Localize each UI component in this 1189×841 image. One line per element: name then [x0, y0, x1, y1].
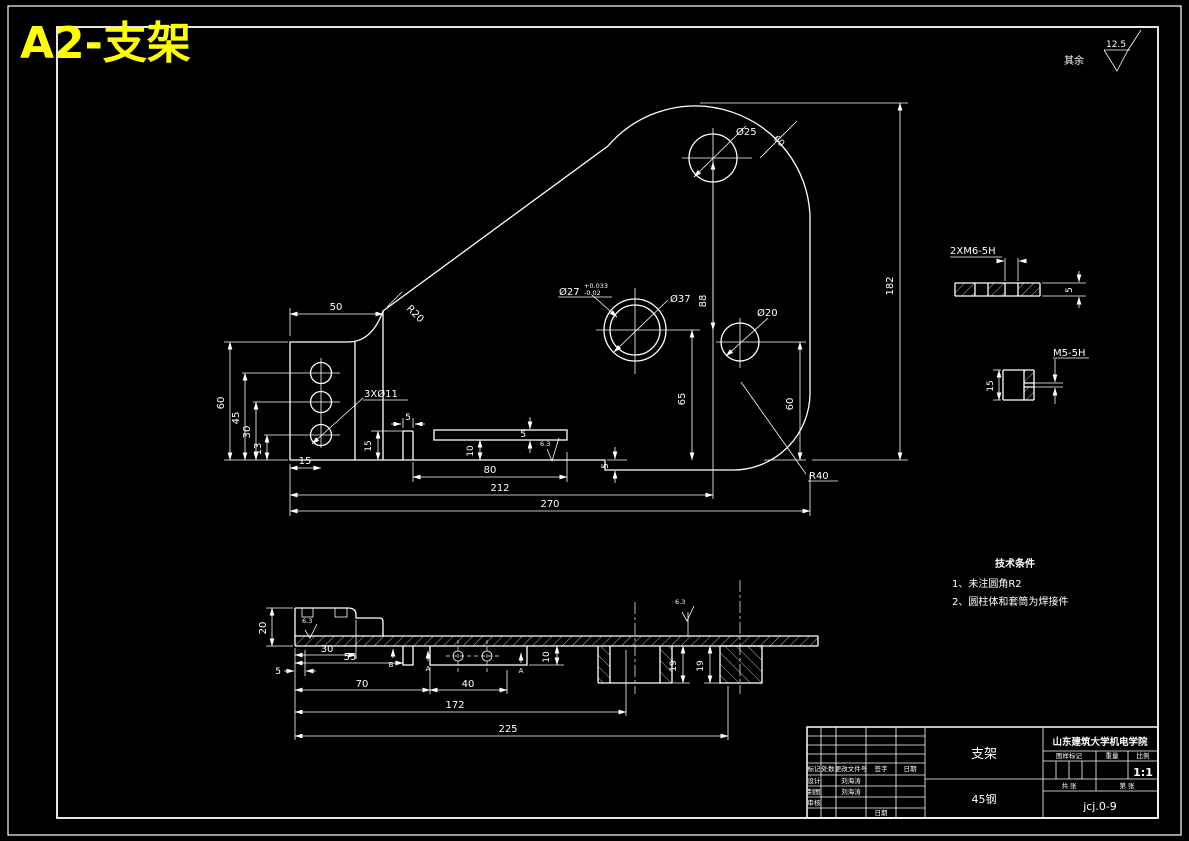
dim-19a: 19	[669, 660, 679, 672]
dim-30: 30	[242, 426, 253, 439]
tech-notes-heading: 技术条件	[995, 557, 1035, 570]
section-view: 6.3 6.3	[258, 580, 819, 740]
dim-m6-5: 5	[1065, 287, 1075, 293]
tech-notes: 技术条件 1、未注圆角R2 2、圆柱体和套筒为焊接件	[952, 557, 1068, 608]
datum-a2: A	[519, 667, 524, 675]
dim-r40: R40	[809, 471, 829, 482]
tb-mark: 标记	[808, 764, 822, 773]
dim-60-left: 60	[216, 397, 227, 410]
dim-d20: Ø20	[757, 307, 778, 319]
tb-sheet-no: 第 张	[1119, 781, 1135, 790]
dim-d27-tol-dn: -0.02	[584, 289, 601, 297]
tb-h-weight: 重量	[1106, 752, 1120, 760]
title-block: 标记 处数 更改文件号 签字 日期 设计 刘海涛 制图 刘海涛 审核 日期 支架…	[806, 726, 1159, 819]
dim-270: 270	[540, 499, 559, 510]
roughness-icon	[1103, 29, 1142, 72]
thread-label-m6: 2XM6-5H	[950, 246, 996, 257]
roughness-value: 6.3	[675, 598, 685, 606]
tb-sheets: 共 张	[1061, 781, 1077, 790]
dim-13: 13	[253, 443, 264, 456]
roughness-icon	[546, 437, 560, 463]
surface-note-prefix: 其余	[1064, 54, 1084, 67]
part-name: 支架	[971, 747, 997, 762]
tb-design-name: 刘海涛	[841, 776, 861, 785]
dim-15: 15	[299, 456, 312, 467]
dim-172: 172	[445, 700, 464, 711]
dim-88: 88	[698, 295, 709, 308]
tb-date2: 日期	[875, 809, 889, 817]
dim-50: 50	[330, 302, 343, 313]
tb-h-scale: 比例	[1137, 751, 1150, 760]
roughness-icon	[681, 605, 695, 622]
tech-notes-item2: 2、圆柱体和套筒为焊接件	[952, 595, 1068, 608]
dim-70: 70	[356, 679, 369, 690]
dim-45: 45	[231, 412, 242, 425]
thread-label-m5: M5-5H	[1053, 348, 1085, 359]
dim-5: 5	[275, 667, 281, 677]
tb-sign: 签字	[875, 764, 889, 773]
scale-value: 1:1	[1133, 766, 1153, 779]
detail-m6: 2XM6-5H 5	[950, 246, 1086, 308]
drawing-frame	[7, 5, 1182, 836]
dim-holes: 3XØ11	[364, 388, 398, 400]
dim-5b: 5	[520, 430, 526, 440]
dim-212: 212	[490, 483, 509, 494]
dim-m5-15: 15	[986, 380, 996, 391]
dim-d37: Ø37	[670, 293, 691, 305]
dim-65: 65	[677, 393, 688, 406]
dim-10: 10	[542, 651, 552, 663]
detail-m5: M5-5H 15	[986, 348, 1089, 404]
tb-date: 日期	[904, 765, 918, 773]
dim-30: 30	[321, 644, 334, 655]
tb-check: 审核	[808, 798, 822, 807]
dim-182: 182	[885, 276, 896, 295]
tb-design: 设计	[808, 776, 822, 785]
dim-d27-tol-up: +0.033	[584, 282, 608, 290]
drawing-number: jcj.0-9	[1082, 800, 1117, 813]
dim-19b: 19	[696, 660, 706, 672]
roughness-icon	[304, 623, 318, 639]
dim-225: 225	[498, 724, 517, 735]
company: 山东建筑大学机电学院	[1052, 736, 1148, 748]
roughness-value: 6.3	[540, 440, 550, 448]
dim-15b: 15	[364, 440, 374, 451]
datum-a1: A	[426, 665, 431, 673]
dim-20: 20	[258, 622, 269, 635]
tb-draft: 制图	[808, 787, 821, 796]
dim-r20: R20	[404, 303, 426, 325]
dim-d25: Ø25	[736, 126, 757, 138]
dim-5a: 5	[405, 413, 411, 423]
dim-d27: Ø27	[559, 286, 580, 298]
datum-b: B	[389, 661, 394, 669]
dim-5c: 5	[601, 463, 611, 469]
dim-40: 40	[462, 679, 475, 690]
tb-file: 更改文件号	[835, 764, 868, 773]
dim-55: 55	[344, 652, 357, 663]
dim-60-right: 60	[785, 398, 796, 411]
dim-10: 10	[466, 445, 476, 457]
main-view: 6.3 Ø25 60 Ø37 Ø27 +0.033 -0.02 Ø20 R40 …	[216, 102, 908, 516]
sheet-title: A2-支架	[20, 18, 191, 69]
tech-notes-item1: 1、未注圆角R2	[952, 577, 1022, 590]
dim-80: 80	[484, 465, 497, 476]
tb-draft-name: 刘海涛	[841, 787, 861, 796]
tb-h-mark: 图样标记	[1056, 751, 1083, 760]
roughness-value: 12.5	[1106, 40, 1126, 50]
surface-note: 其余 12.5	[1064, 29, 1142, 72]
material: 45钢	[972, 793, 997, 806]
roughness-value: 6.3	[302, 617, 312, 625]
tb-count: 处数	[822, 764, 836, 773]
